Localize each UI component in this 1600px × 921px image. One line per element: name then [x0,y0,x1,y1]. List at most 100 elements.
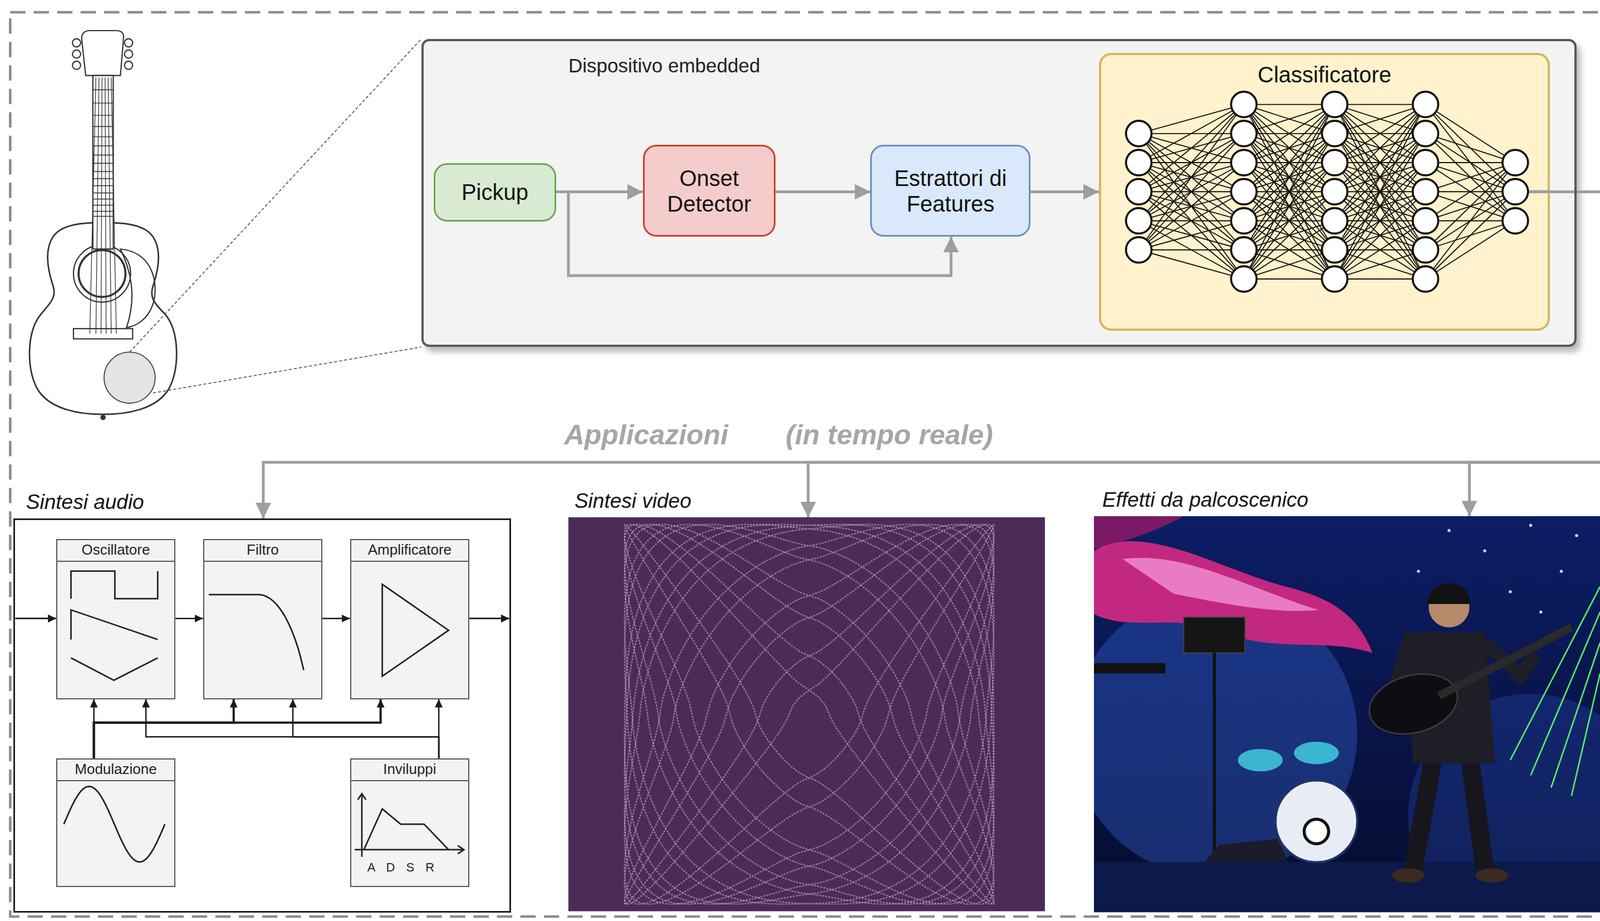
adsr-curve [364,808,449,850]
net-link [1139,249,1245,279]
neuron [1230,179,1257,205]
box-drawing [568,517,1045,912]
net-link [1334,249,1426,279]
device-panel: PickupOnset DetectorEstrattori di Featur… [421,38,1577,348]
output-wire [1527,190,1550,194]
star-light [1416,570,1420,573]
net-link [1139,104,1245,222]
net-link [1243,249,1335,279]
neuron [1502,208,1529,234]
amp-symbol [382,584,449,677]
star-light [1483,549,1486,553]
axis-label: A D S R [367,860,435,875]
bridge [73,328,133,339]
filter-curve [208,594,304,671]
neuron [1412,149,1439,176]
laser-beam [1510,586,1600,797]
neuron [1412,179,1439,205]
star-light [1529,523,1533,527]
neuron [1502,179,1529,205]
keyboard [1093,663,1166,674]
module-title: Oscillatore [57,540,175,562]
neuron [1126,208,1152,234]
net-link [1139,162,1245,279]
tuner [124,50,134,59]
signal-wire [15,617,56,620]
sine-wave [64,786,165,863]
neuron [1412,208,1439,234]
triangle-wave [71,658,159,681]
module-box: Amplificatore [350,538,470,700]
neuron [1412,237,1439,263]
net-link [1139,162,1245,250]
classifier-box: Classificatore [1098,52,1550,331]
music-stand [1183,617,1245,654]
box-label: Estrattori di Features [878,165,1023,217]
neuron [1322,120,1348,147]
net-link [1334,192,1426,280]
net-link [1334,133,1426,279]
box-drawing [349,538,469,699]
process-box: Onset Detector [643,144,776,237]
box-label: Onset Detector [651,165,768,217]
net-link [1334,104,1426,134]
zoom-leader [129,38,422,394]
flow-arrow [94,699,234,759]
flow-arrow [175,617,204,620]
process-box: Estrattori di Features [870,144,1031,237]
net-link [1139,249,1245,251]
video-panel: Sintesi video [568,517,1045,912]
net-link [1243,192,1335,280]
flow-arrow [94,699,381,759]
boot [1391,868,1425,883]
net-links [1139,104,1516,279]
net-link [1243,104,1335,193]
sound-hole-ring [73,244,131,303]
pickguard [120,248,155,328]
axis [354,845,464,855]
lissajous-curve [624,524,994,905]
neuron [1230,149,1257,176]
star-light [1447,528,1451,532]
net-link [1139,192,1245,250]
box-drawing [1093,516,1600,912]
section-label: (in tempo reale) [785,419,993,452]
neuron [1230,91,1257,118]
net-link [1139,104,1245,163]
box-drawing [55,538,175,699]
neuron [1322,208,1348,234]
light-splash [1093,541,1373,654]
dashed-frame [10,12,1600,917]
performer-legs [1413,754,1485,870]
net-link [1139,221,1245,279]
tuner [124,61,134,70]
neuron [1322,266,1348,292]
neuron [1126,179,1152,205]
neuron [1322,149,1348,176]
drum-port [1303,819,1329,844]
guitar-headstock [81,30,124,76]
net-link [1334,249,1426,279]
net-link [1243,104,1335,250]
neuron [1322,91,1348,118]
module-box: Filtro [203,538,323,700]
net-link [1139,104,1245,134]
frets [92,89,114,217]
lissajous-curve [624,524,995,905]
box-drawing [1098,52,1550,331]
net-link [1139,221,1245,250]
net-link [1334,104,1426,250]
star-light [1574,534,1578,538]
net-link [1425,162,1516,192]
neuron [1126,120,1152,147]
synth-panel: OscillatoreFiltroAmplificatoreModulazion… [13,518,512,913]
tuner [72,50,81,59]
net-link [1425,133,1516,222]
neuron [1230,208,1257,234]
net-link [1425,192,1516,280]
boot [1475,868,1509,883]
flow-arrow [775,190,871,194]
box-drawing [202,538,322,699]
lissajous-curve [624,524,994,905]
